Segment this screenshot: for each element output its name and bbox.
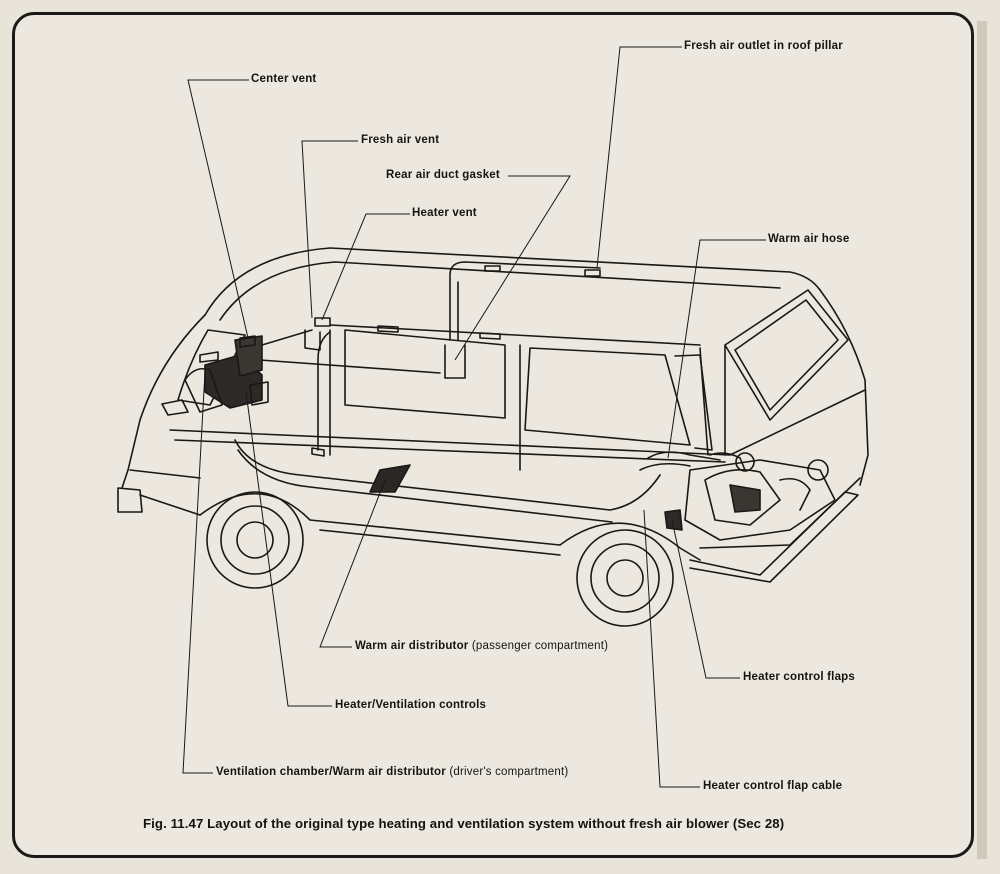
label-ventilation-chamber-main: Ventilation chamber/Warm air distributor [216,766,446,778]
leader-lines [182,46,766,788]
label-warm-air-distributor-sub: (passenger compartment) [471,640,609,652]
rear-wheel [576,529,674,627]
label-warm-air-distributor: Warm air distributor (passenger compartm… [355,640,608,652]
label-fresh-air-vent: Fresh air vent [361,134,440,146]
label-center-vent: Center vent [251,73,317,85]
engine [639,451,836,541]
label-ventilation-chamber-sub: (driver's compartment) [449,766,569,778]
ventilation-chamber [161,335,269,416]
page-frame [12,12,987,859]
label-warm-air-distributor-main: Warm air distributor [355,640,469,652]
label-fresh-air-outlet: Fresh air outlet in roof pillar [684,40,843,52]
label-ventilation-chamber: Ventilation chamber/Warm air distributor… [216,766,568,778]
label-heater-control-flap-cable: Heater control flap cable [703,780,843,792]
front-wheel [206,491,304,589]
van-body [117,247,869,583]
label-warm-air-hose: Warm air hose [768,233,850,245]
label-heater-ventilation-controls: Heater/Ventilation controls [335,699,487,711]
label-rear-air-duct-gasket: Rear air duct gasket [386,169,500,181]
label-heater-control-flaps: Heater control flaps [743,671,855,683]
label-heater-vent: Heater vent [412,207,477,219]
figure-caption: Fig. 11.47 Layout of the original type h… [143,816,785,831]
